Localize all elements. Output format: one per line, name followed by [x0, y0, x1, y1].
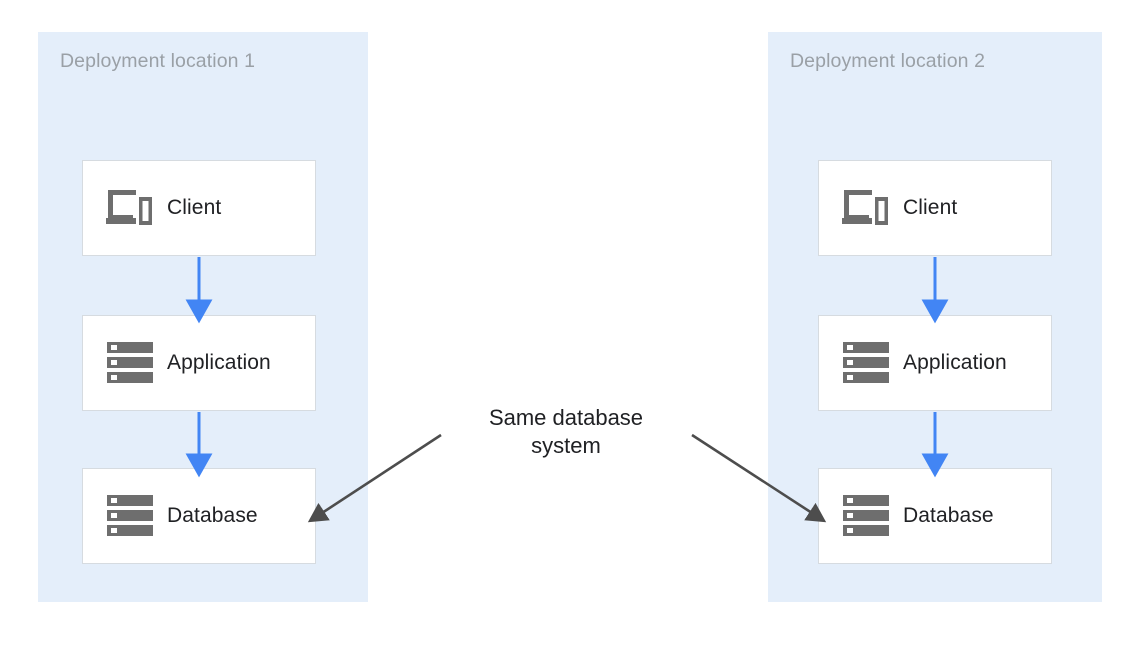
- zone-2-label: Deployment location 2: [790, 50, 986, 72]
- node-label: Database: [903, 504, 994, 527]
- devices-icon: [93, 187, 167, 229]
- devices-icon: [829, 187, 903, 229]
- annotation-label: Same database system: [453, 404, 679, 460]
- node-label: Application: [903, 351, 1007, 374]
- annotation-line-1: Same database: [488, 405, 644, 430]
- server-rack-icon: [93, 341, 167, 385]
- server-rack-icon: [829, 494, 903, 538]
- zone-1-label: Deployment location 1: [60, 50, 256, 72]
- node-label: Application: [167, 351, 271, 374]
- node-label: Client: [167, 196, 222, 219]
- node-application-location-2[interactable]: Application: [818, 315, 1052, 411]
- node-label: Database: [167, 504, 258, 527]
- node-application-location-1[interactable]: Application: [82, 315, 316, 411]
- node-label: Client: [903, 196, 958, 219]
- server-rack-icon: [93, 494, 167, 538]
- annotation-line-2: system: [531, 433, 601, 458]
- node-client-location-1[interactable]: Client: [82, 160, 316, 256]
- server-rack-icon: [829, 341, 903, 385]
- node-database-location-1[interactable]: Database: [82, 468, 316, 564]
- node-client-location-2[interactable]: Client: [818, 160, 1052, 256]
- node-database-location-2[interactable]: Database: [818, 468, 1052, 564]
